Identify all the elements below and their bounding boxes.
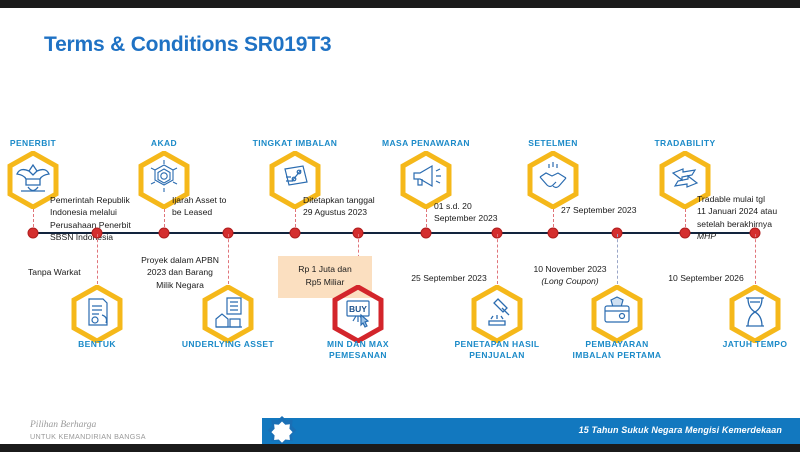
hex-badge-project-building-icon[interactable] — [202, 285, 254, 343]
stem-penetapan-hasil-penjualan — [497, 234, 498, 284]
node-note-setelmen: 27 September 2023 — [561, 205, 637, 215]
node-note-penetapan-hasil-penjualan: 25 September 2023 — [411, 273, 487, 283]
node-note-pembayaran-imbalan-pertama: 10 November 2023 (Long Coupon) — [518, 263, 622, 288]
node-note-masa-penawaran: 01 s.d. 20 September 2023 — [434, 201, 498, 224]
node-caption-bentuk: BENTUK — [78, 339, 116, 349]
note-line-3: setelah berakhirnya — [697, 218, 773, 229]
timeline-axis — [28, 232, 758, 234]
stem-underlying-asset — [228, 234, 229, 284]
node-note-akad: Ijarah Asset to be Leased — [172, 195, 227, 218]
node-caption-jatuh-tempo: JATUH TEMPO — [722, 339, 788, 349]
stem-akad — [164, 209, 165, 232]
footer-bar — [262, 418, 800, 444]
callout-box-min-dan-max-pemesanan: Rp 1 Juta dan Rp5 Miliar — [278, 256, 372, 298]
hex-badge-buy-cart-icon[interactable]: BUY — [332, 285, 384, 343]
stem-tingkat-imbalan — [295, 209, 296, 232]
hex-badge-islamic-rosette-icon[interactable] — [138, 151, 190, 209]
brand-line-1: Pilihan Berharga — [30, 420, 97, 430]
page-title: Terms & Conditions SR019T3 — [44, 33, 332, 56]
node-caption-tradability: TRADABILITY — [654, 138, 716, 148]
stem-setelmen — [553, 209, 554, 232]
timeline-dot-tingkat-imbalan[interactable] — [289, 227, 301, 239]
footer-tagline: 15 Tahun Sukuk Negara Mengisi Kemerdekaa… — [578, 425, 782, 435]
timeline-dot-akad[interactable] — [158, 227, 170, 239]
stem-tradability — [685, 209, 686, 232]
hex-badge-wallet-money-icon[interactable] — [591, 285, 643, 343]
node-note-jatuh-tempo: 10 September 2026 — [668, 273, 744, 283]
note-line-4: MHP — [697, 231, 717, 242]
node-note-bentuk: Tanpa Warkat — [28, 267, 81, 277]
stem-masa-penawaran — [426, 209, 427, 232]
stem-jatuh-tempo — [755, 234, 756, 284]
node-caption-underlying-asset: UNDERLYING ASSET — [181, 339, 275, 349]
timeline-dot-penerbit[interactable] — [27, 227, 39, 239]
node-caption-akad: AKAD — [150, 138, 178, 148]
node-note-min-dan-max-pemesanan: Rp 1 Juta dan Rp5 Miliar — [298, 264, 352, 287]
hex-badge-exchange-arrows-icon[interactable] — [659, 151, 711, 209]
timeline-dot-masa-penawaran[interactable] — [420, 227, 432, 239]
node-note-underlying-asset: Proyek dalam APBN 2023 dan Barang Milik … — [141, 255, 219, 290]
stem-pembayaran-imbalan-pertama — [617, 234, 618, 284]
note-line-1: Tradable mulai tgl — [697, 194, 765, 204]
note-line-2: 11 Januari 2024 atau — [697, 206, 778, 217]
node-caption-setelmen: SETELMEN — [528, 138, 578, 148]
node-caption-penetapan-hasil-penjualan: PENETAPAN HASIL PENJUALAN — [454, 339, 540, 360]
slide-canvas: Terms & Conditions SR019T3 PENERBIT Peme… — [0, 8, 800, 444]
note-line-2: (Long Coupon) — [541, 276, 599, 287]
node-caption-min-dan-max-pemesanan: MIN DAN MAX PEMESANAN — [326, 339, 389, 360]
timeline-dot-tradability[interactable] — [679, 227, 691, 239]
stem-bentuk — [97, 234, 98, 284]
node-caption-masa-penawaran: MASA PENAWARAN — [382, 138, 470, 148]
hex-badge-percent-tag-icon[interactable] — [269, 151, 321, 209]
rosette-star-icon — [262, 413, 302, 444]
timeline-dot-setelmen[interactable] — [547, 227, 559, 239]
node-caption-pembayaran-imbalan-pertama: PEMBAYARAN IMBALAN PERTAMA — [572, 339, 662, 360]
brand-line-2: UNTUK KEMANDIRIAN BANGSA — [30, 432, 146, 441]
hex-badge-hourglass-icon[interactable] — [729, 285, 781, 343]
node-note-tingkat-imbalan: Ditetapkan tanggal 29 Agustus 2023 — [303, 195, 375, 218]
hex-badge-gavel-icon[interactable] — [471, 285, 523, 343]
hex-badge-handshake-icon[interactable] — [527, 151, 579, 209]
stem-penerbit — [33, 209, 34, 232]
node-note-tradability: Tradable mulai tgl 11 Januari 2024 atau … — [697, 193, 797, 243]
node-caption-penerbit: PENERBIT — [9, 138, 57, 148]
note-line-1: 10 November 2023 — [533, 264, 607, 274]
svg-text:BUY: BUY — [349, 304, 367, 314]
hex-badge-document-stamp-icon[interactable] — [71, 285, 123, 343]
hex-badge-megaphone-icon[interactable] — [400, 151, 452, 209]
node-caption-tingkat-imbalan: TINGKAT IMBALAN — [252, 138, 338, 148]
hex-badge-garuda-emblem-icon[interactable] — [7, 151, 59, 209]
